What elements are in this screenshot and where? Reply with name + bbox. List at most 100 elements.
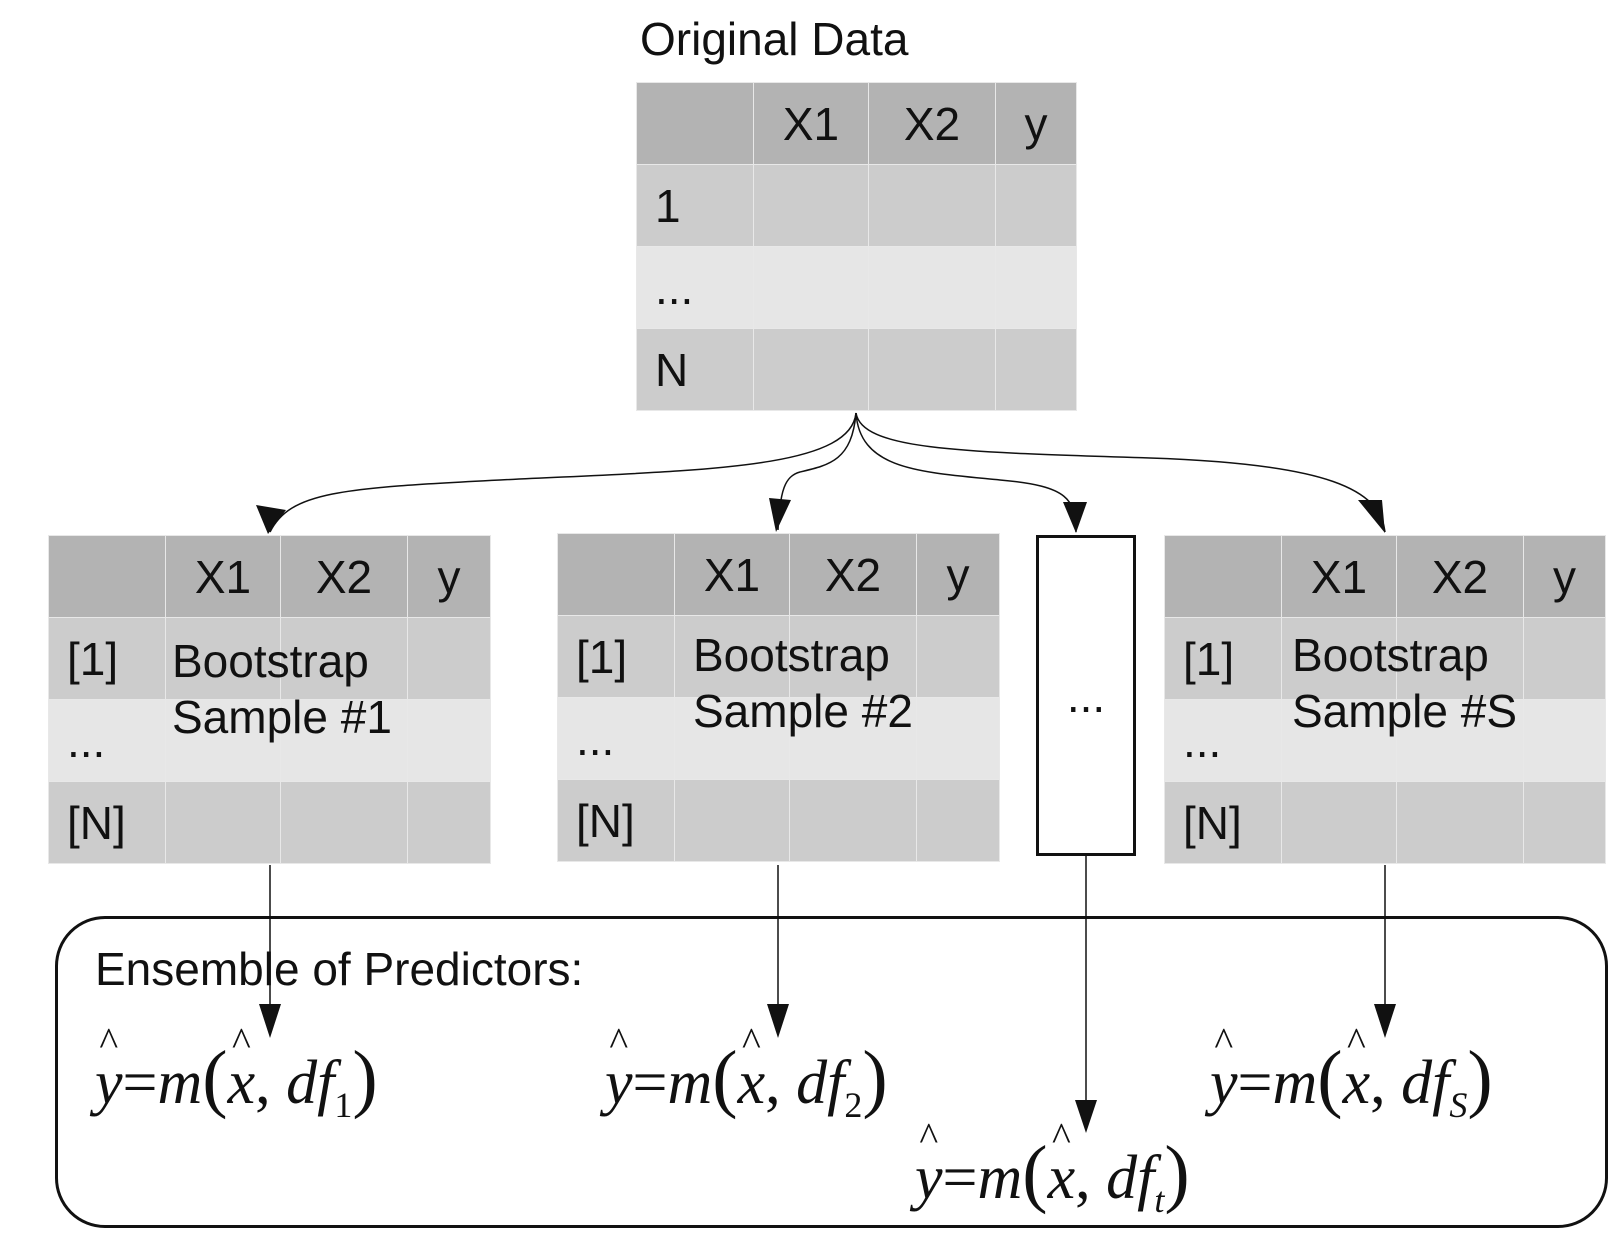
data-cell: [916, 697, 1000, 780]
header-cell-x2: X2: [280, 535, 408, 618]
header-cell-blank: [1164, 535, 1282, 618]
row-label: ...: [636, 246, 754, 329]
data-cell: [280, 699, 408, 782]
data-cell: [868, 246, 996, 329]
bootstrap-sample-label-2: Bootstrap Sample #2: [693, 627, 913, 739]
header-cell-x2: X2: [1396, 535, 1524, 618]
bootstrap-sample-label-1: Bootstrap Sample #1: [172, 633, 392, 745]
data-cell: [995, 246, 1077, 329]
arrowhead: [769, 498, 791, 532]
row-label: ...: [48, 699, 166, 782]
original-data-title: Original Data: [640, 13, 909, 65]
formula-yhat: y: [95, 1048, 123, 1119]
predictor-formula-s: y=m(x, dfS): [1210, 1035, 1493, 1126]
data-cell: [753, 164, 869, 247]
bootstrap-sample-table-s: X1 X2 y [1] ... [N]: [1164, 535, 1606, 864]
data-cell: [165, 617, 281, 700]
formula-equals: =: [942, 1144, 978, 1212]
formula-subscript: S: [1449, 1085, 1468, 1125]
data-cell: [280, 617, 408, 700]
header-cell-x2: X2: [789, 533, 917, 616]
sample-label-line: Sample #1: [172, 691, 392, 743]
header-cell-blank: [636, 82, 754, 165]
formula-xhat: x: [1048, 1143, 1076, 1214]
formula-subscript: 1: [334, 1085, 353, 1125]
data-cell: [1523, 699, 1606, 782]
data-cell: [1281, 781, 1397, 864]
formula-equals: =: [122, 1049, 158, 1117]
arrow-to-more: [855, 412, 1077, 533]
formula-df: df: [796, 1049, 845, 1117]
arrowhead: [1075, 1100, 1097, 1133]
data-cell: [407, 781, 491, 864]
formula-subscript: t: [1154, 1180, 1165, 1220]
header-cell-y: y: [995, 82, 1077, 165]
data-cell: [916, 779, 1000, 862]
sample-label-line: Bootstrap: [693, 629, 890, 681]
formula-model: m: [667, 1049, 713, 1117]
data-cell: [753, 246, 869, 329]
bootstrap-sample-table-1: X1 X2 y [1] ... [N]: [48, 535, 491, 864]
data-cell: [789, 779, 917, 862]
predictor-formula-1: y=m(x, df1): [95, 1035, 378, 1126]
sample-label-line: Bootstrap: [172, 635, 369, 687]
arrow-to-sample-2: [777, 412, 857, 531]
formula-equals: =: [632, 1049, 668, 1117]
ensemble-title: Ensemble of Predictors:: [95, 943, 584, 995]
data-cell: [407, 617, 491, 700]
row-label: [N]: [557, 779, 675, 862]
data-cell: [1281, 699, 1397, 782]
formula-xhat: x: [1343, 1048, 1371, 1119]
data-cell: [1281, 617, 1397, 700]
formula-yhat: y: [915, 1143, 943, 1214]
arrowhead: [256, 505, 286, 534]
sample-label-line: Sample #2: [693, 685, 913, 737]
data-cell: [868, 164, 996, 247]
data-cell: [674, 779, 790, 862]
data-cell: [1523, 781, 1606, 864]
row-label: [N]: [48, 781, 166, 864]
data-cell: [165, 781, 281, 864]
data-cell: [674, 615, 790, 698]
header-cell-y: y: [407, 535, 491, 618]
ensemble-box: [55, 916, 1608, 1228]
bootstrap-sample-label-s: Bootstrap Sample #S: [1292, 627, 1517, 739]
data-cell: [868, 328, 996, 411]
row-label: [1]: [1164, 617, 1282, 700]
data-cell: [789, 697, 917, 780]
arrow-to-sample-1: [269, 412, 857, 533]
formula-df: df: [1106, 1144, 1155, 1212]
formula-model: m: [1272, 1049, 1318, 1117]
arrow-to-sample-s: [855, 412, 1386, 533]
formula-yhat: y: [605, 1048, 633, 1119]
header-cell-y: y: [1523, 535, 1606, 618]
arrowhead: [259, 1004, 281, 1038]
bootstrap-sample-table-2: X1 X2 y [1] ... [N]: [557, 533, 1000, 862]
formula-df: df: [1401, 1049, 1450, 1117]
sample-label-line: Sample #S: [1292, 685, 1518, 737]
more-samples-box: ...: [1036, 535, 1136, 856]
predictor-formula-2: y=m(x, df2): [605, 1035, 888, 1126]
formula-model: m: [977, 1144, 1023, 1212]
data-cell: [1396, 699, 1524, 782]
formula-xhat: x: [228, 1048, 256, 1119]
data-cell: [753, 328, 869, 411]
data-cell: [674, 697, 790, 780]
formula-yhat: y: [1210, 1048, 1238, 1119]
arrowhead: [1374, 1004, 1396, 1038]
row-label: N: [636, 328, 754, 411]
predictor-formula-t: y=m(x, dft): [915, 1130, 1190, 1221]
header-cell-y: y: [916, 533, 1000, 616]
header-cell-x1: X1: [165, 535, 281, 618]
sample-label-line: Bootstrap: [1292, 629, 1489, 681]
row-label: [1]: [557, 615, 675, 698]
header-cell-x1: X1: [1281, 535, 1397, 618]
row-label: 1: [636, 164, 754, 247]
data-cell: [995, 328, 1077, 411]
original-data-table: X1 X2 y 1 ... N: [636, 82, 1077, 411]
data-cell: [407, 699, 491, 782]
row-label: [N]: [1164, 781, 1282, 864]
arrowhead: [1358, 500, 1385, 533]
data-cell: [995, 164, 1077, 247]
